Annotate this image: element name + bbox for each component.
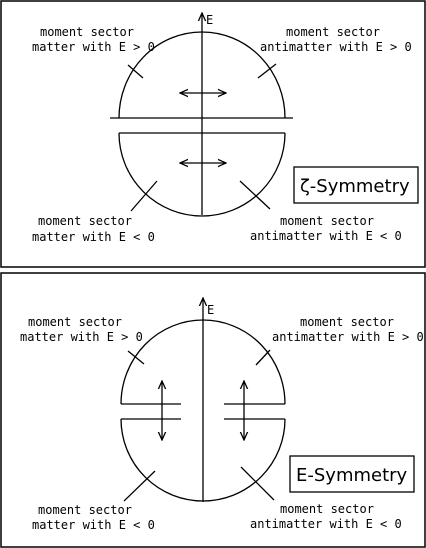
- leader-lower-right: [240, 466, 275, 501]
- leader-upper-right: [257, 63, 277, 79]
- label-lower-left-line2: matter with E < 0: [32, 230, 155, 244]
- bottom-panel-frame: [0, 272, 426, 548]
- label-lower-right-line2: antimatter with E < 0: [250, 229, 402, 243]
- leader-upper-left: [127, 350, 145, 365]
- leader-upper-right: [255, 349, 271, 366]
- top-panel: E moment sector matter with E > 0 moment…: [0, 0, 426, 268]
- label-upper-left-line2: matter with E > 0: [32, 40, 155, 54]
- leader-upper-left: [127, 64, 144, 79]
- symmetry-title-box: [293, 166, 419, 204]
- leader-lower-left: [123, 470, 156, 502]
- label-lower-right-line1: moment sector: [280, 502, 374, 516]
- energy-axis-label: E: [206, 13, 213, 27]
- label-upper-left-line2: matter with E > 0: [20, 330, 143, 344]
- leader-lower-right: [239, 180, 271, 210]
- leader-lower-left: [130, 180, 158, 212]
- label-upper-right-line1: moment sector: [286, 25, 380, 39]
- label-lower-left-line2: matter with E < 0: [32, 518, 155, 532]
- label-lower-right-line1: moment sector: [280, 214, 374, 228]
- label-upper-right-line2: antimatter with E > 0: [272, 330, 424, 344]
- label-upper-left-line1: moment sector: [28, 315, 122, 329]
- label-lower-left-line1: moment sector: [38, 214, 132, 228]
- label-upper-right-line2: antimatter with E > 0: [260, 40, 412, 54]
- bottom-panel: E moment sector matter with E > 0 moment…: [0, 272, 426, 548]
- label-lower-left-line1: moment sector: [38, 503, 132, 517]
- symmetry-title: E-Symmetry: [296, 465, 408, 486]
- label-upper-left-line1: moment sector: [40, 25, 134, 39]
- energy-axis-label: E: [207, 303, 214, 317]
- label-lower-right-line2: antimatter with E < 0: [250, 517, 402, 531]
- top-panel-frame: [0, 0, 426, 268]
- lower-hemisphere-arc: [118, 132, 286, 217]
- label-upper-right-line1: moment sector: [300, 315, 394, 329]
- symmetry-title: ζ-Symmetry: [300, 176, 410, 197]
- symmetry-title-box: [289, 455, 415, 493]
